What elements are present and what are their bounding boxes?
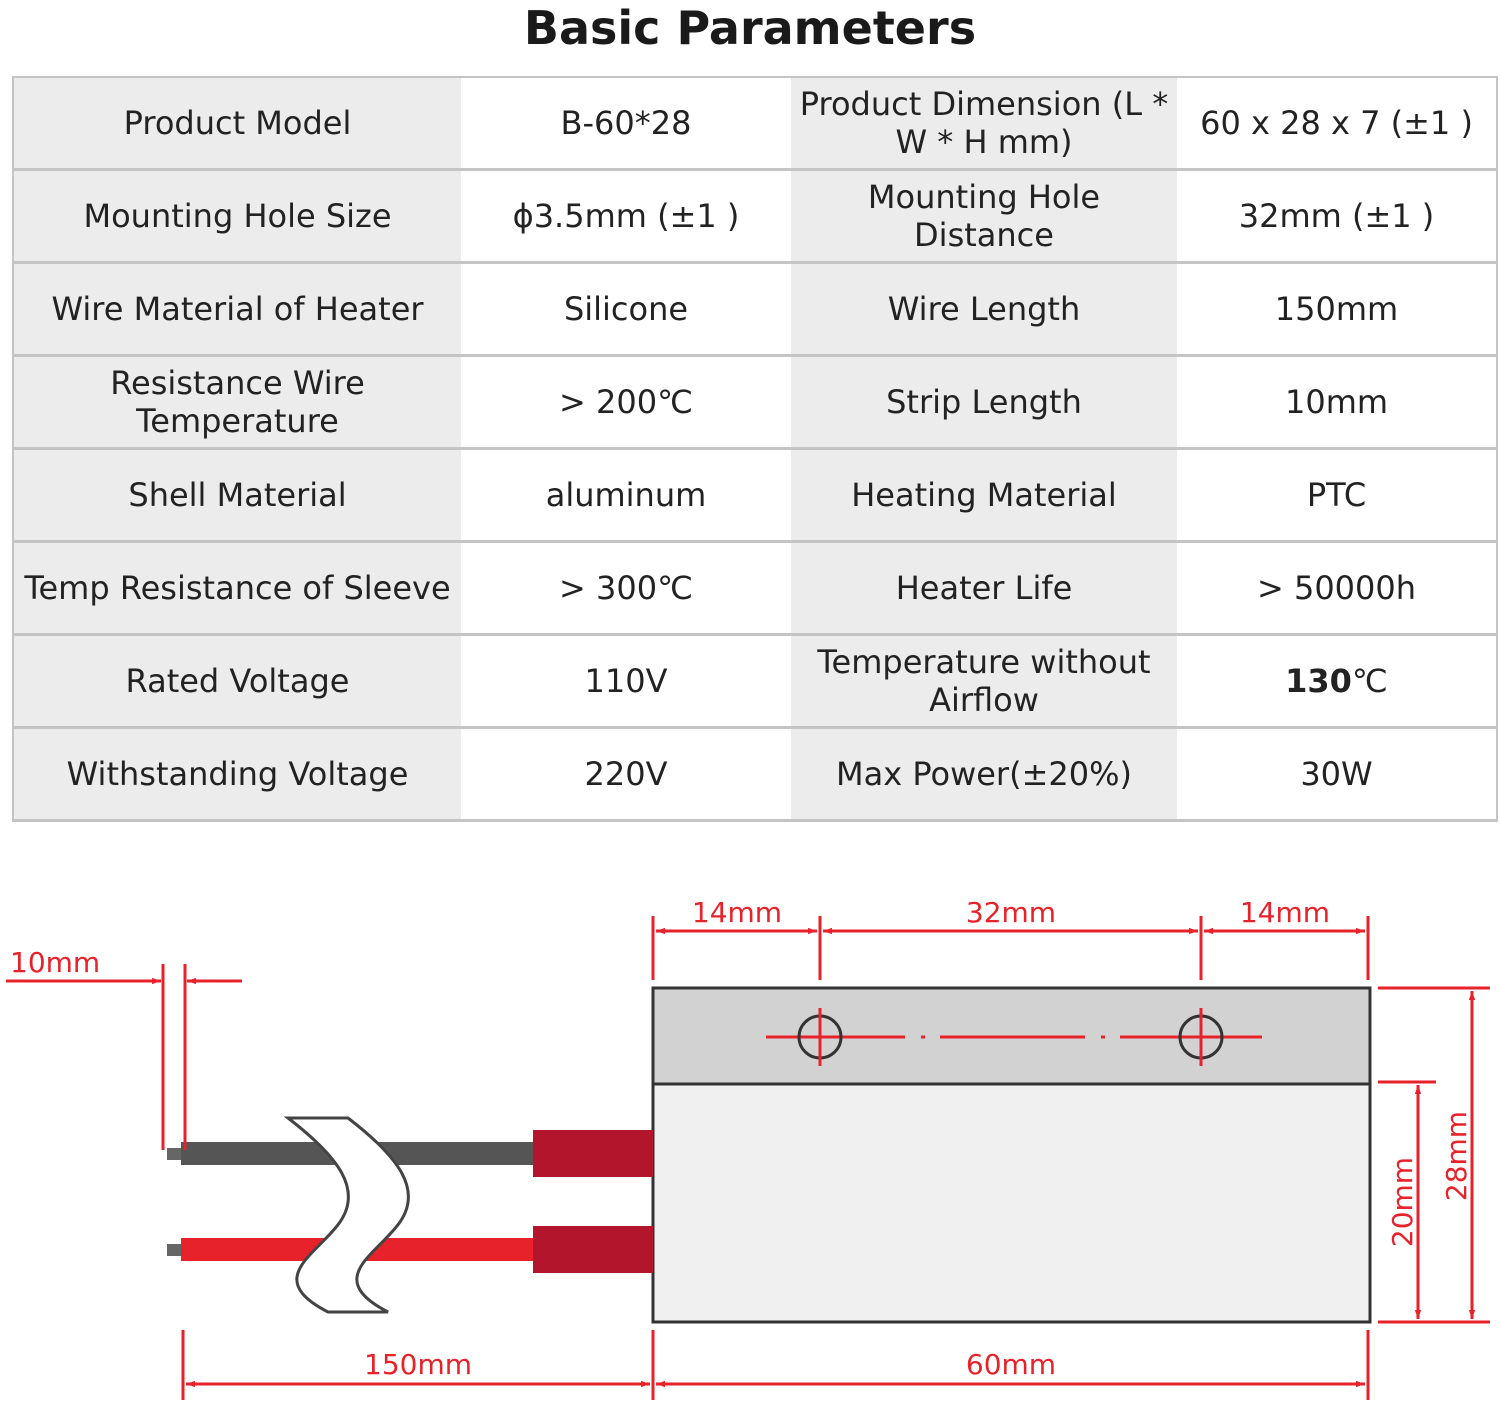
param-value: 10mm xyxy=(1177,354,1498,450)
param-value: PTC xyxy=(1177,447,1498,543)
right-dimension-lines xyxy=(1378,986,1490,1324)
param-label: Wire Material of Heater xyxy=(12,261,461,357)
param-label: Mounting Hole Size xyxy=(12,168,461,264)
mounting-hole-right xyxy=(1178,1008,1224,1066)
table-row: Withstanding Voltage 220V Max Power(±20%… xyxy=(12,726,1498,822)
table-row: Product Model B-60*28 Product Dimension … xyxy=(12,76,1498,171)
param-label: Heating Material xyxy=(791,447,1177,543)
table-row: Shell Material aluminum Heating Material… xyxy=(12,447,1498,543)
param-value: 150mm xyxy=(1177,261,1498,357)
dim-edge-right-label: 14mm xyxy=(1240,896,1330,929)
param-value: 130℃ xyxy=(1177,633,1498,729)
mounting-hole-left xyxy=(797,1008,843,1066)
bottom-dimension-lines xyxy=(181,1330,1370,1400)
page-title: Basic Parameters xyxy=(523,1,977,55)
heater-dimension-diagram: 14mm 32mm 14mm 10mm 150mm 60mm 20mm 28mm xyxy=(6,896,1490,1400)
param-label: Rated Voltage xyxy=(12,633,461,729)
param-label: Mounting Hole Distance xyxy=(791,168,1177,264)
param-label: Withstanding Voltage xyxy=(12,726,461,822)
dim-body-height-label: 20mm xyxy=(1386,1157,1419,1247)
top-dimension-lines xyxy=(651,916,1370,980)
param-label: Heater Life xyxy=(791,540,1177,636)
param-label: Resistance Wire Temperature xyxy=(12,354,461,450)
wire-red xyxy=(167,1226,653,1273)
table-row: Wire Material of Heater Silicone Wire Le… xyxy=(12,261,1498,357)
table-row: Rated Voltage 110V Temperature without A… xyxy=(12,633,1498,729)
param-label: Shell Material xyxy=(12,447,461,543)
wire-break-symbol xyxy=(283,1116,410,1314)
param-label: Product Dimension (L * W * H mm) xyxy=(791,76,1177,171)
param-value: > 300℃ xyxy=(461,540,791,636)
param-value: 220V xyxy=(461,726,791,822)
heater-shell-body xyxy=(651,1080,1372,1324)
param-value: 60 x 28 x 7 (±1 ) xyxy=(1177,76,1498,171)
dim-hole-distance-label: 32mm xyxy=(966,896,1056,929)
dim-edge-left-label: 14mm xyxy=(692,896,782,929)
param-label: Strip Length xyxy=(791,354,1177,450)
table-row: Temp Resistance of Sleeve > 300℃ Heater … xyxy=(12,540,1498,636)
param-value: aluminum xyxy=(461,447,791,543)
dim-total-height-label: 28mm xyxy=(1440,1111,1473,1201)
param-value: > 50000h xyxy=(1177,540,1498,636)
param-value: Silicone xyxy=(461,261,791,357)
param-label: Temp Resistance of Sleeve xyxy=(12,540,461,636)
param-value-number: 130 xyxy=(1285,662,1352,700)
wire-black xyxy=(167,1130,653,1177)
param-value: 32mm (±1 ) xyxy=(1177,168,1498,264)
strip-dimension-lines xyxy=(6,964,242,1150)
param-value-unit: ℃ xyxy=(1351,662,1388,700)
dim-wire-length-label: 150mm xyxy=(364,1348,472,1381)
param-label: Temperature without Airflow xyxy=(791,633,1177,729)
param-label: Max Power(±20%) xyxy=(791,726,1177,822)
parameters-table: Product Model B-60*28 Product Dimension … xyxy=(12,76,1498,822)
param-value: B-60*28 xyxy=(461,76,791,171)
dim-strip-label: 10mm xyxy=(10,946,100,979)
param-value: 30W xyxy=(1177,726,1498,822)
dim-length-label: 60mm xyxy=(966,1348,1056,1381)
param-value: > 200℃ xyxy=(461,354,791,450)
param-value: ϕ3.5mm (±1 ) xyxy=(461,168,791,264)
param-label: Product Model xyxy=(12,76,461,171)
table-row: Mounting Hole Size ϕ3.5mm (±1 ) Mounting… xyxy=(12,168,1498,264)
param-value: 110V xyxy=(461,633,791,729)
table-row: Resistance Wire Temperature > 200℃ Strip… xyxy=(12,354,1498,450)
param-label: Wire Length xyxy=(791,261,1177,357)
